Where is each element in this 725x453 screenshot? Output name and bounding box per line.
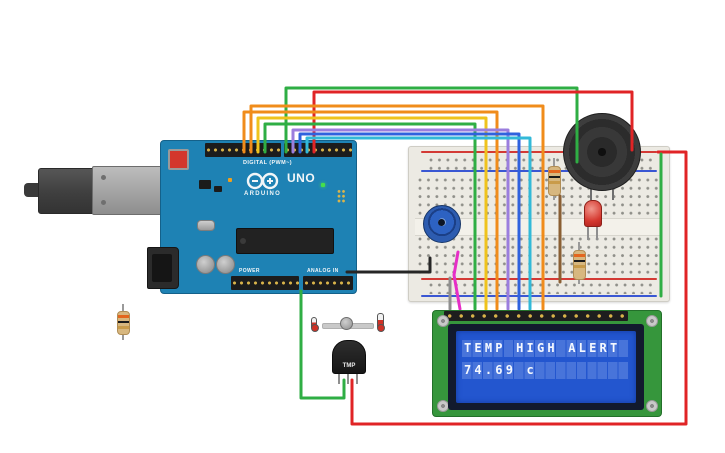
usb-screw-dot <box>101 175 106 180</box>
resistor2[interactable] <box>573 250 586 280</box>
rail-line-blue-top <box>421 170 657 172</box>
capacitor <box>216 255 235 274</box>
lcd-pin-header[interactable] <box>444 311 628 321</box>
temperature-slider-handle[interactable] <box>340 317 353 330</box>
wire-yellow[interactable] <box>256 116 488 311</box>
led-leg <box>596 222 598 240</box>
component-block <box>199 180 211 189</box>
potentiometer-knob[interactable] <box>438 219 445 226</box>
wire-blue[interactable] <box>298 132 521 311</box>
wire-magenta[interactable] <box>452 250 462 311</box>
usb-screw-dot <box>101 200 106 205</box>
rail-line-red-top <box>421 151 657 153</box>
power-jack <box>147 247 179 289</box>
tmp36-leg <box>338 370 340 384</box>
analog-pin-header[interactable] <box>303 276 353 290</box>
on-led-indicator <box>321 183 325 187</box>
component-block <box>214 186 222 192</box>
arduino-board[interactable] <box>160 140 357 294</box>
board-brand-label: ARDUINO <box>244 191 282 197</box>
buzzer-leg <box>612 182 614 200</box>
lcd-line2: 74.69 c <box>462 362 629 379</box>
analog-pins-label: ANALOG IN <box>307 268 339 274</box>
power-pins-label: POWER <box>239 268 260 274</box>
lcd-screen <box>456 331 636 403</box>
tmp36-leg <box>356 370 358 384</box>
l-led-indicator <box>228 178 232 182</box>
wire-orange-2[interactable] <box>249 104 545 311</box>
lcd-mount-hole <box>646 315 658 327</box>
lcd-mount-hole <box>437 315 449 327</box>
buzzer-leg <box>590 182 592 200</box>
atmega-chip <box>236 228 334 254</box>
wire-red-buzzer[interactable] <box>312 90 634 154</box>
power-pin-header[interactable] <box>231 276 299 290</box>
board-model-label: UNO <box>287 171 316 185</box>
tmp36-leg <box>347 370 349 384</box>
wire-green-ground[interactable] <box>299 289 346 400</box>
rail-holes-bottom[interactable] <box>427 281 655 294</box>
crystal-oscillator <box>197 220 215 231</box>
icsp-pins[interactable] <box>337 189 346 203</box>
thermometer-min-icon <box>311 317 319 332</box>
spare-resistor[interactable] <box>117 311 130 335</box>
lcd-line1: TEMP HIGH ALERT <box>462 340 629 357</box>
wire-green-data[interactable] <box>263 122 477 311</box>
lcd-mount-hole <box>646 400 658 412</box>
usb-port <box>92 166 164 215</box>
wire-green-buzzer[interactable] <box>284 86 579 164</box>
wire-red-power-loop[interactable] <box>350 150 688 426</box>
led-leg <box>587 222 589 240</box>
capacitor <box>196 255 215 274</box>
arduino-logo-icon <box>246 172 279 190</box>
potentiometer[interactable] <box>423 205 461 243</box>
rail-line-red-bottom <box>421 278 657 280</box>
usb-cable-stub <box>24 183 42 197</box>
wire-cyan[interactable] <box>305 136 532 311</box>
tmp36-sensor[interactable]: TMP <box>332 340 366 374</box>
resistor1[interactable] <box>548 166 561 196</box>
wire-orange-1[interactable] <box>242 110 499 311</box>
rail-line-blue-bottom <box>421 295 657 297</box>
wire-black[interactable] <box>345 256 432 274</box>
wire-purple[interactable] <box>291 128 510 311</box>
red-led[interactable] <box>584 200 602 227</box>
thermometer-max-icon <box>377 313 385 332</box>
reset-button[interactable] <box>168 149 189 170</box>
digital-pins-label: DIGITAL (PWM~) <box>243 160 292 166</box>
